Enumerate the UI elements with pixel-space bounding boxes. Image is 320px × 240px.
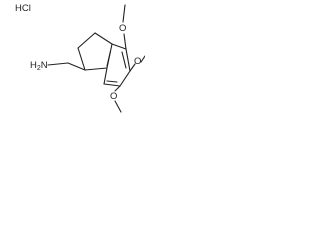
hcl-label: HCl	[15, 3, 31, 14]
aminomethyl-group	[47, 62, 86, 71]
bond-c2-c3	[77, 32, 96, 49]
bond-c5-c6	[119, 70, 131, 87]
bond-c6-o	[114, 85, 121, 92]
amine-label: H2N	[30, 60, 48, 72]
indane-core	[77, 32, 131, 87]
methoxy-groups	[114, 4, 145, 113]
methoxy-o-top: O	[119, 23, 126, 34]
bond-o-ch3-top	[122, 4, 126, 23]
bond-c7-c7a	[103, 67, 108, 85]
bond-c4-o	[123, 33, 127, 50]
double-bond-c3a-c7a	[106, 50, 112, 67]
bond-c1-c2	[77, 47, 86, 71]
bond-c1-c7a	[84, 67, 108, 71]
double-bond-c4-c5	[121, 51, 127, 69]
double-bond-c6-c7	[106, 80, 118, 83]
structure-canvas: HCl H2N O O O	[0, 0, 145, 114]
bond-o-ch3-bottom	[114, 100, 122, 113]
bond-c3a-c4	[111, 43, 127, 50]
bond-ch2-n	[47, 62, 69, 66]
bond-c1-ch2	[67, 62, 86, 71]
bond-c6-c7	[103, 83, 121, 87]
bond-o-ch3-right	[140, 55, 145, 63]
methoxy-o-bottom: O	[110, 91, 117, 102]
bond-c3-c3a	[94, 32, 113, 45]
methoxy-o-right: O	[134, 56, 141, 67]
bond-c5-o	[129, 63, 136, 72]
molecule-drawing: HCl H2N O O O	[15, 3, 145, 113]
bond-c4-c5	[125, 48, 131, 72]
